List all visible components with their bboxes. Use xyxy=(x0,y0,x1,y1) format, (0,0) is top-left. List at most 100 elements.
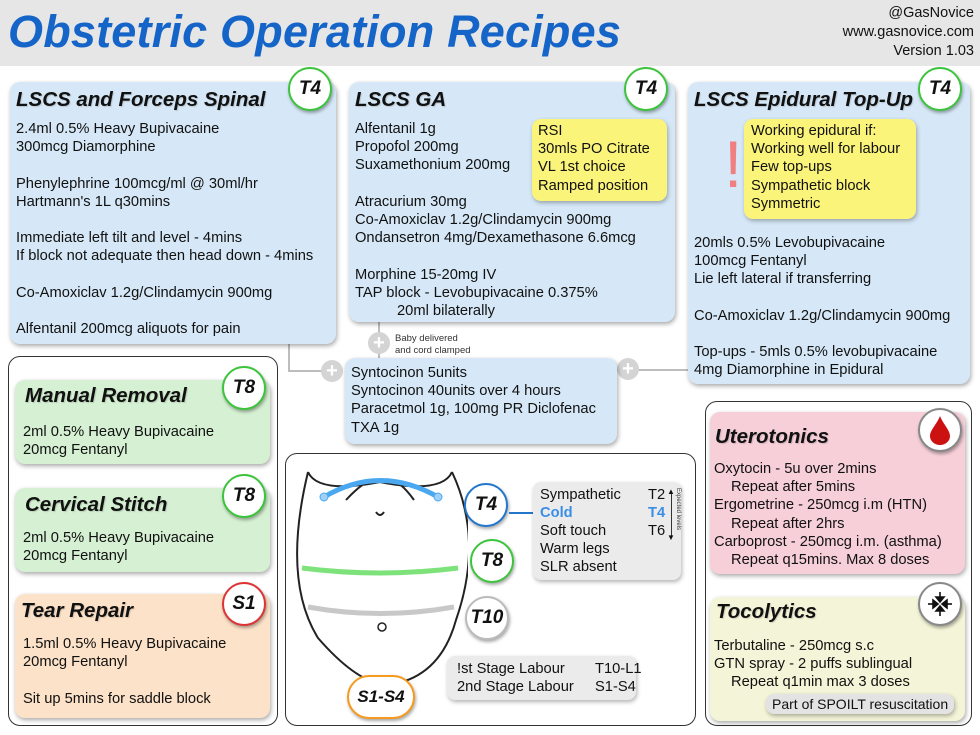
ga-level-badge: T4 xyxy=(624,67,668,111)
spinal-line: Phenylephrine 100mcg/ml @ 30ml/hr xyxy=(16,175,258,192)
ga-title: LSCS GA xyxy=(355,88,447,111)
ga-line: Suxamethonium 200mg xyxy=(355,157,511,174)
test-label: SLR absent xyxy=(540,559,617,575)
ga-line: TAP block - Levobupivacaine 0.375% xyxy=(355,284,598,301)
cervical-level-badge: T8 xyxy=(222,474,266,518)
working-line: Symmetric xyxy=(751,195,821,212)
warning-mark: ! xyxy=(724,127,743,201)
epidural-line: 20mls 0.5% Levobupivacaine xyxy=(694,235,886,251)
t4-pointer-line xyxy=(509,512,535,514)
rsi-line: 30mls PO Citrate xyxy=(538,141,650,158)
t4-marker xyxy=(319,492,329,502)
uterotonic-line: Oxytocin - 5u over 2mins xyxy=(714,461,877,477)
website-link[interactable]: www.gasnovice.com xyxy=(842,24,974,40)
test-row: Cold xyxy=(540,504,573,522)
ga-line xyxy=(355,247,636,265)
spinal-line: 2.4ml 0.5% Heavy Bupivacaine xyxy=(16,121,220,137)
uterotonics-card: Uterotonics Oxytocin - 5u over 2mins Rep… xyxy=(710,412,965,574)
manual-removal-lines: 2ml 0.5% Heavy Bupivacaine 20mcg Fentany… xyxy=(23,423,214,459)
labour-levels-box: !st Stage Labour T10-L1 2nd Stage Labour… xyxy=(447,656,642,700)
test-label: Warm legs xyxy=(540,541,610,557)
uterotonics-title: Uterotonics xyxy=(715,425,829,448)
blood-drop-icon xyxy=(918,408,962,452)
rsi-line: VL 1st choice xyxy=(538,159,626,176)
delivery-line: Syntocinon 5units xyxy=(351,365,467,381)
page-title: Obstetric Operation Recipes xyxy=(8,6,622,57)
spinal-lines: 2.4ml 0.5% Heavy Bupivacaine 300mcg Diam… xyxy=(16,120,313,338)
uterotonic-line: Repeat q15mins. Max 8 doses xyxy=(731,552,930,569)
rsi-note: RSI 30mls PO Citrate VL 1st choice Rampe… xyxy=(532,119,667,201)
spinal-line: Hartmann's 1L q30mins xyxy=(16,193,171,210)
drugs-group xyxy=(705,401,972,726)
labour-stage: !st Stage Labour xyxy=(457,661,565,677)
delivery-card: Syntocinon 5units Syntocinon 40units ove… xyxy=(345,358,617,444)
labour-level: S1-S4 xyxy=(595,679,636,695)
ga-line: Propofol 200mg xyxy=(355,139,459,156)
working-epidural-note: Working epidural if: Working well for la… xyxy=(744,119,916,219)
uterotonic-line: Carboprost - 250mcg i.m. (asthma) xyxy=(714,533,942,550)
cervical-line: 20mcg Fentanyl xyxy=(23,548,128,565)
test-label: Sympathetic xyxy=(540,487,621,503)
epidural-line: 4mg Diamorphine in Epidural xyxy=(694,362,884,379)
spinal-line: If block not adequate then head down - 4… xyxy=(16,248,314,265)
delivery-line: Syntocinon 40units over 4 hours xyxy=(351,383,561,400)
working-line: Working well for labour xyxy=(751,141,901,158)
epidural-line xyxy=(694,289,950,307)
range-arrow-up: ▲ xyxy=(667,487,675,496)
manual-level-badge: T8 xyxy=(222,366,266,410)
s1-s4-level-badge: S1-S4 xyxy=(347,675,415,719)
spinal-line xyxy=(16,302,313,320)
ga-line: Alfentanil 1g xyxy=(355,121,436,137)
spinal-level-badge: T4 xyxy=(288,67,332,111)
spinal-line: Immediate left tilt and level - 4mins xyxy=(16,230,243,247)
delivery-lines: Syntocinon 5units Syntocinon 40units ove… xyxy=(351,364,596,437)
rsi-line: Ramped position xyxy=(538,177,649,194)
minor-procedures-group xyxy=(8,356,278,726)
umbilicus xyxy=(377,622,387,632)
epidural-line: Co-Amoxiclav 1.2g/Clindamycin 900mg xyxy=(694,307,951,324)
ga-line: Atracurium 30mg xyxy=(355,193,467,210)
t10-level-badge: T10 xyxy=(465,596,509,640)
t8-level-badge: T8 xyxy=(470,539,514,583)
version-label: Version 1.03 xyxy=(893,43,974,59)
test-row: SLR absent xyxy=(540,558,617,576)
uterotonics-lines: Oxytocin - 5u over 2mins Repeat after 5m… xyxy=(714,460,942,569)
epidural-level-badge: T4 xyxy=(918,67,962,111)
ga-line: Ondansetron 4mg/Dexamethasone 6.6mcg xyxy=(355,230,636,247)
tear-line: 1.5ml 0.5% Heavy Bupivacaine xyxy=(23,636,227,652)
t4-marker xyxy=(433,492,443,502)
test-level-cold: T4 xyxy=(648,505,666,521)
ga-card: LSCS GA Alfentanil 1g Propofol 200mg Sux… xyxy=(349,82,675,322)
ga-line: 20ml bilaterally xyxy=(397,303,495,319)
test-label-cold: Cold xyxy=(540,505,573,521)
credits: @GasNovice www.gasnovice.com Version 1.0… xyxy=(843,4,974,61)
test-row: Soft touch xyxy=(540,522,606,540)
tocolytic-line: Repeat q1min max 3 doses xyxy=(731,674,910,691)
t10-dermatome-line xyxy=(307,604,455,616)
working-line: Sympathetic block xyxy=(751,177,871,194)
tear-repair-lines: 1.5ml 0.5% Heavy Bupivacaine 20mcg Fenta… xyxy=(23,635,226,708)
range-arrow-down: ▼ xyxy=(667,533,675,542)
compress-arrows-shape xyxy=(928,592,952,616)
range-arrow xyxy=(671,494,672,538)
delivery-line: TXA 1g xyxy=(351,419,400,436)
uterotonic-line: Repeat after 2hrs xyxy=(731,515,845,532)
cervical-stitch-title: Cervical Stitch xyxy=(25,493,168,516)
t8-dermatome-line xyxy=(301,565,459,576)
test-row: Warm legs xyxy=(540,540,610,558)
epidural-line: 100mcg Fentanyl xyxy=(694,253,807,270)
working-line: Working epidural if: xyxy=(751,123,877,139)
epidural-line: Top-ups - 5mls 0.5% levobupivacaine xyxy=(694,344,938,361)
delivery-line: Paracetmol 1g, 100mg PR Diclofenac xyxy=(351,401,596,418)
twitter-handle[interactable]: @GasNovice xyxy=(888,5,974,21)
tear-line: 20mcg Fentanyl xyxy=(23,654,128,671)
cervical-line: 2ml 0.5% Heavy Bupivacaine xyxy=(23,530,215,546)
uterotonic-line: Ergometrine - 250mcg i.m (HTN) xyxy=(714,497,928,514)
labour-stage: 2nd Stage Labour xyxy=(457,679,574,695)
t4-level-badge: T4 xyxy=(464,483,508,527)
spinal-line xyxy=(16,211,313,229)
epidural-line: Lie left lateral if transferring xyxy=(694,271,872,288)
epidural-line xyxy=(694,325,950,343)
ga-line: Morphine 15-20mg IV xyxy=(355,266,497,283)
spoilt-note: Part of SPOILT resuscitation xyxy=(766,694,955,715)
